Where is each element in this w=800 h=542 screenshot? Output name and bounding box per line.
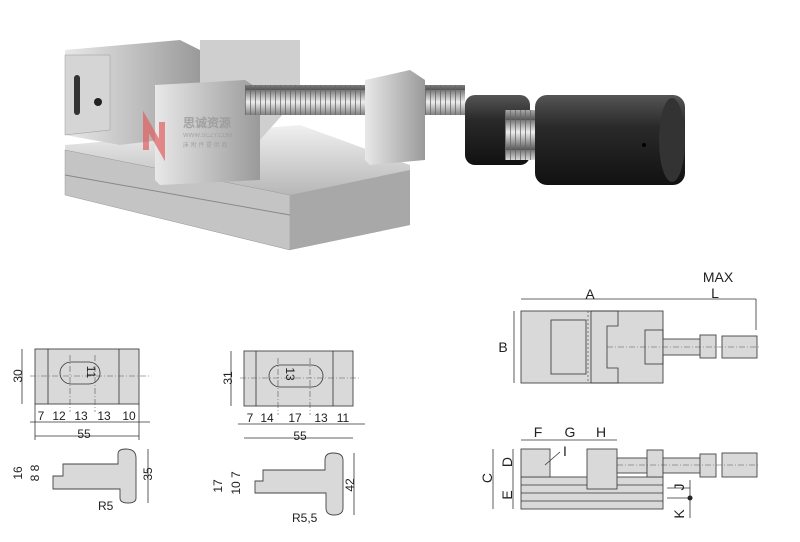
dimension-label: 17 (211, 479, 225, 493)
dimension-label: 35 (141, 467, 155, 481)
dimension-label: I (563, 443, 567, 459)
dimension-label: 55 (293, 429, 307, 443)
dimension-label: J (671, 484, 687, 491)
dimension-label: D (499, 457, 515, 467)
dimension-label: 8 8 (28, 464, 42, 481)
dimension-label: C (479, 473, 495, 483)
dimension-label: 14 (260, 411, 274, 425)
jaw-plate-2-drawing: 31 13 7 14 17 13 11 55 17 10 7 42 R5,5 (211, 350, 365, 525)
vise-photo (64, 40, 685, 251)
dimension-label: 13 (97, 409, 111, 423)
dimension-label: WWW.SCZY.COM (183, 133, 232, 139)
dimension-label: 30 (11, 369, 25, 383)
dimension-label: 31 (221, 371, 235, 385)
dimension-label: 思诚资源 (183, 115, 231, 130)
dimension-label: A (585, 286, 595, 302)
dimension-label: 12 (52, 409, 66, 423)
vise-side-view-drawing: F G H I C D E J K (479, 424, 760, 519)
dimension-label: 42 (343, 478, 357, 492)
dimension-label: 55 (77, 427, 91, 441)
dimension-label: 17 (288, 411, 302, 425)
dimension-label: B (498, 339, 507, 355)
dimension-label: 床 附 件 提 供 商 (183, 141, 227, 149)
dimension-label: K (671, 509, 687, 519)
dimension-label: 11 (337, 411, 350, 425)
dimension-label: G (565, 424, 576, 440)
watermark: 思诚资源 WWW.SCZY.COM 床 附 件 提 供 商 (143, 110, 232, 162)
dimension-label: MAX (703, 269, 734, 285)
dimension-label: 13 (314, 411, 328, 425)
dimension-label: R5,5 (292, 511, 318, 525)
dimension-label: H (596, 424, 606, 440)
dimension-label: 7 (247, 411, 254, 425)
dimension-label: 10 7 (229, 471, 243, 495)
dimension-label: 7 (38, 409, 45, 423)
dimension-label: F (534, 424, 543, 440)
vise-top-view-drawing: A MAX L B (498, 269, 760, 384)
dimension-label: 16 (11, 466, 25, 480)
dimension-label: 13 (74, 409, 88, 423)
dimension-label: 13 (283, 367, 297, 381)
dimension-label: E (499, 490, 515, 499)
dimension-label: L (711, 285, 719, 301)
dimension-label: 10 (122, 409, 136, 423)
jaw-plate-1-drawing: 30 11 7 12 13 13 10 55 16 8 8 35 R5 (11, 348, 155, 513)
dimension-label: R5 (98, 499, 114, 513)
dimension-label: 11 (84, 366, 98, 379)
